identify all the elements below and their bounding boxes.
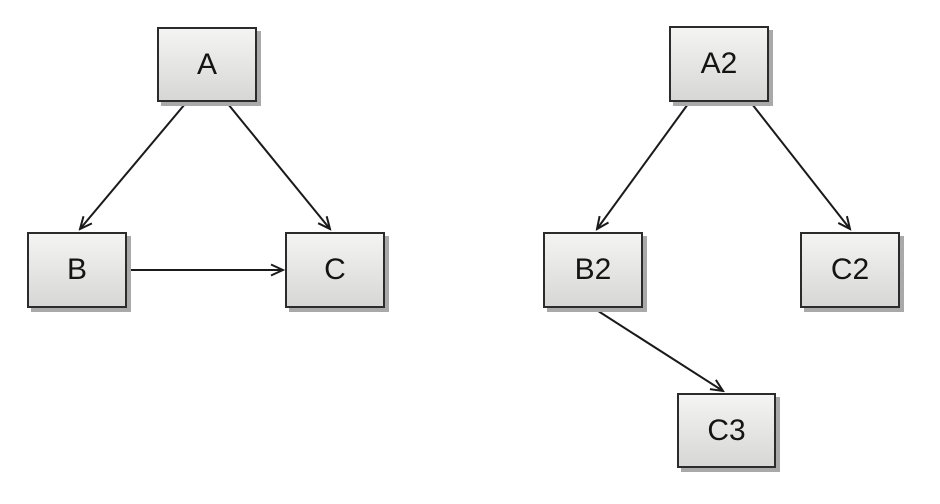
- node-label-a: A: [196, 47, 217, 81]
- node-b[interactable]: B: [27, 232, 127, 308]
- edge-A2-C2: [751, 103, 850, 229]
- node-c2[interactable]: C2: [800, 232, 900, 308]
- node-label-c2: C2: [830, 253, 870, 286]
- edge-A-C: [227, 103, 330, 229]
- node-c[interactable]: C: [285, 232, 385, 308]
- node-b2[interactable]: B2: [543, 232, 643, 308]
- node-a[interactable]: A: [157, 27, 257, 102]
- node-a2[interactable]: A2: [669, 26, 769, 102]
- node-label-b2: B2: [574, 253, 612, 286]
- edge-A2-B2: [597, 103, 689, 229]
- node-label-a2: A2: [700, 47, 738, 80]
- edge-group: [80, 103, 850, 391]
- node-label-c3: C3: [707, 413, 746, 447]
- node-label-c: C: [324, 253, 346, 286]
- node-label-b: B: [66, 253, 87, 286]
- node-c3[interactable]: C3: [677, 393, 776, 468]
- edge-B2-C3: [594, 308, 723, 391]
- edge-A-B: [80, 103, 186, 229]
